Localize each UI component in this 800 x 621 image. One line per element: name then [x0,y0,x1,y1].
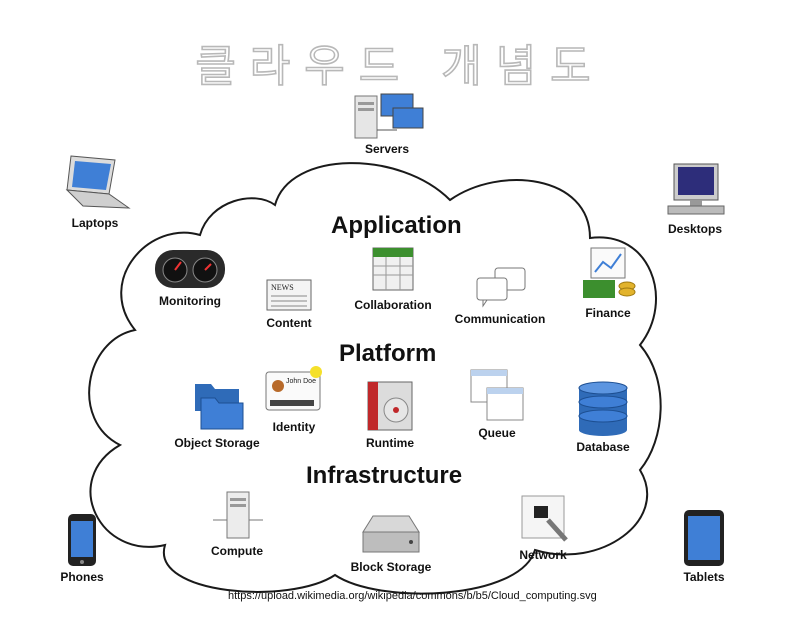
collaboration-node: Collaboration [348,244,438,312]
servers-icon [354,93,424,139]
compute-tower-icon [213,491,263,539]
newspaper-icon: NEWS [266,279,312,311]
communication-label: Communication [454,312,546,326]
queue-label: Queue [478,426,516,440]
block-storage-node: Block Storage [344,510,438,574]
laptops-node: Laptops [50,150,140,230]
monitoring-label: Monitoring [159,294,221,308]
finance-icon [583,247,636,298]
communication-node: Communication [452,264,548,326]
compute-label: Compute [211,544,263,558]
network-node: Network [508,490,578,562]
collaboration-label: Collaboration [354,298,432,312]
content-node: NEWS Content [254,276,324,330]
phone-icon [68,514,96,566]
network-port-icon [521,495,568,542]
monitoring-node: Monitoring [150,244,230,308]
section-application: Application [331,212,462,239]
chat-bubbles-icon [476,267,526,308]
phones-label: Phones [60,570,104,584]
phones-node: Phones [52,512,112,584]
diagram-title: 클라우드 개념도 [195,40,605,93]
finance-label: Finance [585,306,631,320]
queue-windows-icon [470,369,524,421]
database-label: Database [576,440,630,454]
section-platform: Platform [339,340,437,367]
network-label: Network [519,548,567,562]
finance-node: Finance [573,246,643,320]
section-infrastructure: Infrastructure [306,462,463,489]
identity-label: Identity [272,420,316,434]
desktops-label: Desktops [667,222,723,236]
servers-label: Servers [364,142,410,156]
identity-node: John Doe Identity [262,364,326,434]
runtime-node: Runtime [352,378,428,450]
calendar-icon [372,247,414,291]
block-storage-label: Block Storage [350,560,432,574]
source-url: https://upload.wikimedia.org/wikipedia/c… [228,590,597,602]
gauge-icon [155,250,225,288]
laptops-label: Laptops [71,216,119,230]
laptop-icon [65,155,131,209]
hard-drive-icon [362,515,420,553]
id-card-icon: John Doe [265,366,322,411]
runtime-label: Runtime [366,436,414,450]
runtime-box-icon [367,381,413,431]
database-icon [578,381,628,436]
tablet-icon [684,510,724,566]
news-icon-text: NEWS [271,283,294,292]
compute-node: Compute [202,490,272,558]
queue-node: Queue [462,368,532,440]
folder-icon [195,384,244,430]
object-storage-node: Object Storage [170,376,264,450]
servers-node: Servers [342,90,432,156]
desktop-icon [667,163,725,215]
database-node: Database [568,380,638,454]
desktops-node: Desktops [650,162,740,236]
object-storage-label: Object Storage [174,436,260,450]
content-label: Content [266,316,312,330]
tablets-node: Tablets [674,508,734,584]
id-card-name: John Doe [286,378,316,385]
tablets-label: Tablets [683,570,725,584]
